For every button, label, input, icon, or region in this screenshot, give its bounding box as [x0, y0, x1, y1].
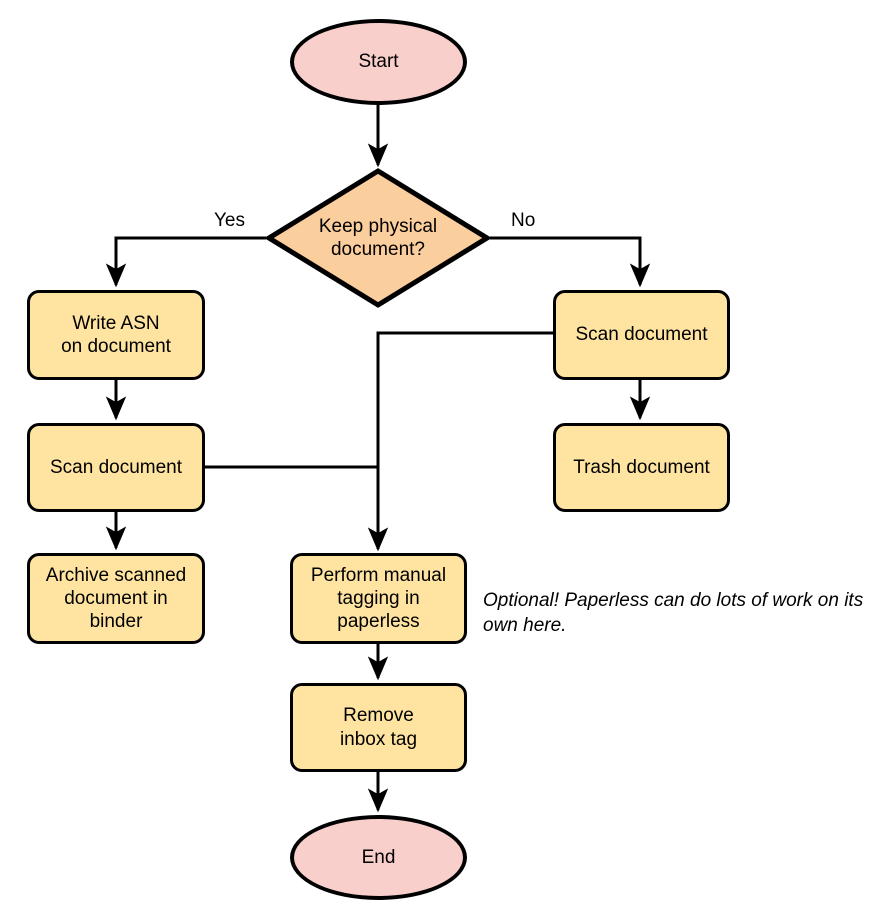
node-remove-inbox-tag[interactable]: Remove inbox tag — [290, 683, 467, 772]
node-write-asn-on-document-label: Write ASN on document — [61, 312, 171, 357]
node-trash-document-label: Trash document — [573, 456, 710, 478]
edge-keep-physical-yes-to-write-asn — [105, 236, 266, 288]
node-keep-physical-document-label: Keep physical document? — [318, 215, 438, 260]
edge-label-yes: Yes — [211, 210, 248, 232]
node-scan-document-left-label: Scan document — [49, 456, 183, 478]
node-end[interactable]: End — [290, 815, 467, 900]
node-remove-inbox-tag-label: Remove inbox tag — [339, 705, 418, 750]
node-write-asn-on-document[interactable]: Write ASN on document — [27, 290, 205, 380]
node-start[interactable]: Start — [290, 19, 467, 105]
node-scan-document-right[interactable]: Scan document — [553, 290, 730, 380]
node-archive-scanned-document-in-binder-label: Archive scanned document in binder — [45, 564, 187, 633]
node-trash-document[interactable]: Trash document — [553, 423, 730, 512]
node-perform-manual-tagging-in-paperless-label: Perform manual tagging in paperless — [310, 564, 447, 633]
decision-diamond-shape — [266, 168, 490, 308]
edge-label-no: No — [508, 210, 539, 232]
annotation-optional-note: Optional! Paperless can do lots of work … — [483, 590, 864, 636]
node-end-label: End — [361, 846, 396, 868]
edge-scan-right-to-manual-tagging — [367, 331, 553, 552]
node-scan-document-left[interactable]: Scan document — [27, 423, 205, 512]
node-archive-scanned-document-in-binder[interactable]: Archive scanned document in binder — [27, 553, 205, 644]
node-perform-manual-tagging-in-paperless[interactable]: Perform manual tagging in paperless — [290, 553, 467, 644]
node-keep-physical-document[interactable]: Keep physical document? — [266, 168, 490, 308]
edge-keep-physical-no-to-scan-right — [490, 236, 651, 288]
node-scan-document-right-label: Scan document — [575, 324, 708, 346]
node-start-label: Start — [358, 51, 399, 73]
